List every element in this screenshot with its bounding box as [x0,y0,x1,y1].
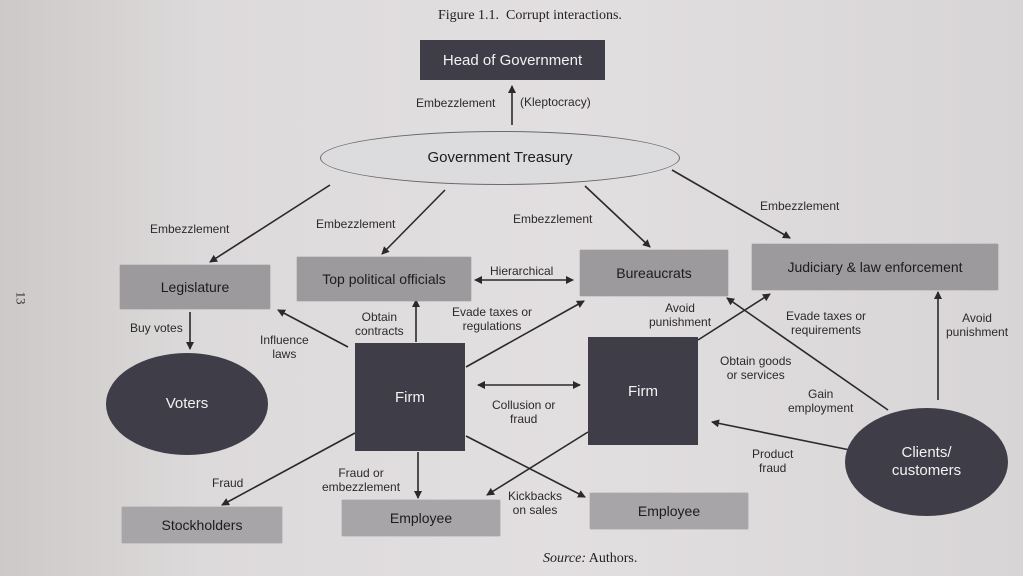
label-avoid-punishment-mid: Avoid punishment [649,301,711,329]
label-obtain-goods-1: Obtain goods [720,354,792,368]
label-embezzlement-legislature: Embezzlement [150,222,230,236]
node-head-of-government: Head of Government [420,40,605,80]
label-product-fraud: Product fraud [752,447,793,475]
arrow-treasury-top [381,189,446,255]
label-avoid-punishment-right: Avoid punishment [946,311,1008,339]
node-clients-line1: Clients/ [901,444,952,461]
label-embezzlement-head: Embezzlement [416,96,496,110]
node-employee-right: Employee [590,493,748,529]
label-gain-employment-1: Gain [808,387,834,401]
label-hierarchical: Hierarchical [490,264,554,278]
label-influence-laws-2: laws [272,347,297,361]
label-evade-req-2: requirements [791,323,862,337]
figure-source: Source: Authors. [543,551,637,567]
node-firm-right: Firm [588,337,698,445]
label-embezzlement-judiciary: Embezzlement [760,199,840,213]
label-kickbacks-1: Kickbacks [508,489,563,503]
label-embezzlement-bureau: Embezzlement [513,212,593,226]
node-firm-right-label: Firm [628,382,658,400]
node-legislature: Legislature [120,265,270,309]
label-avoid-punishment-mid-1: Avoid [665,301,695,315]
label-fraud-embezzlement-2: embezzlement [322,480,401,494]
label-obtain-goods: Obtain goods or services [720,354,791,382]
arrow-treasury-judiciary [671,169,791,239]
label-product-fraud-1: Product [752,447,794,461]
node-clients-line2: customers [891,462,962,479]
node-bureaucrats-label: Bureaucrats [616,265,692,281]
node-judiciary: Judiciary & law enforcement [752,244,998,290]
node-clients-customers: Clients/ customers [845,408,1008,516]
node-employee-left: Employee [342,500,500,536]
figure-title: Figure 1.1. Corrupt interactions. [438,8,622,23]
arrow-evade-taxes [465,300,585,368]
arrow-treasury-bureaucrats [584,185,651,248]
node-government-treasury: Government Treasury [320,131,680,185]
node-bureaucrats: Bureaucrats [580,250,728,296]
node-judiciary-label: Judiciary & law enforcement [787,259,963,275]
label-influence-laws-1: Influence [260,333,309,347]
node-employee-right-label: Employee [637,503,701,519]
node-top-political-officials-label: Top political officials [322,271,446,287]
label-evade-req-1: Evade taxes or [786,309,867,323]
arrow-fraud-stockholders [221,432,356,506]
label-evade-taxes-2: regulations [462,319,522,333]
arrow-kickbacks [486,431,589,496]
node-employee-left-label: Employee [389,510,453,526]
label-gain-employment-2: employment [788,401,854,415]
arrow-clients-bureaucrats [726,297,889,411]
label-avoid-punishment-mid-2: punishment [649,315,712,329]
label-fraud: Fraud [212,476,244,490]
arrow-product-fraud [711,419,851,451]
node-government-treasury-label: Government Treasury [427,149,573,166]
label-fraud-embezzlement: Fraud or embezzlement [322,466,400,494]
label-avoid-punishment-right-1: Avoid [962,311,992,325]
label-evade-requirements: Evade taxes or requirements [786,309,866,337]
node-firm-left: Firm [355,343,465,451]
node-voters-label: Voters [165,395,209,412]
node-legislature-label: Legislature [160,279,230,295]
node-firm-left-label: Firm [395,388,425,406]
label-buy-votes: Buy votes [130,321,183,335]
arrow-firm-employee-right [465,435,586,498]
node-stockholders: Stockholders [122,507,282,543]
label-collusion-1: Collusion or [492,398,556,412]
label-kickbacks: Kickbacks on sales [508,489,562,517]
label-obtain-contracts-2: contracts [355,324,404,338]
page-number: 13 [13,291,29,305]
node-head-of-government-label: Head of Government [442,51,583,69]
node-top-political-officials: Top political officials [297,257,471,301]
label-fraud-embezzlement-1: Fraud or [338,466,384,480]
label-embezzlement-top: Embezzlement [316,217,396,231]
label-obtain-contracts: Obtain contracts [355,310,404,338]
label-evade-taxes: Evade taxes or regulations [452,305,532,333]
arrow-treasury-legislature [209,184,331,263]
label-influence-laws: Influence laws [260,333,309,361]
node-clients-customers-label: Clients/ customers [892,444,961,480]
label-collusion-2: fraud [510,412,538,426]
label-gain-employment: Gain employment [788,387,853,415]
label-product-fraud-2: fraud [759,461,787,475]
label-kickbacks-2: on sales [512,503,558,517]
figure-source-label: Source: [543,551,587,566]
label-collusion: Collusion or fraud [492,398,555,426]
figure-source-value: Authors. [588,551,638,566]
node-voters: Voters [106,353,268,455]
label-obtain-contracts-1: Obtain [361,310,398,324]
node-stockholders-label: Stockholders [161,517,243,533]
label-evade-taxes-1: Evade taxes or [452,305,533,319]
label-obtain-goods-2: or services [726,368,785,382]
label-avoid-punishment-right-2: punishment [946,325,1009,339]
arrow-avoid-punishment-mid [697,293,771,341]
label-kleptocracy: (Kleptocracy) [520,95,591,109]
arrow-influence-laws [277,309,349,348]
